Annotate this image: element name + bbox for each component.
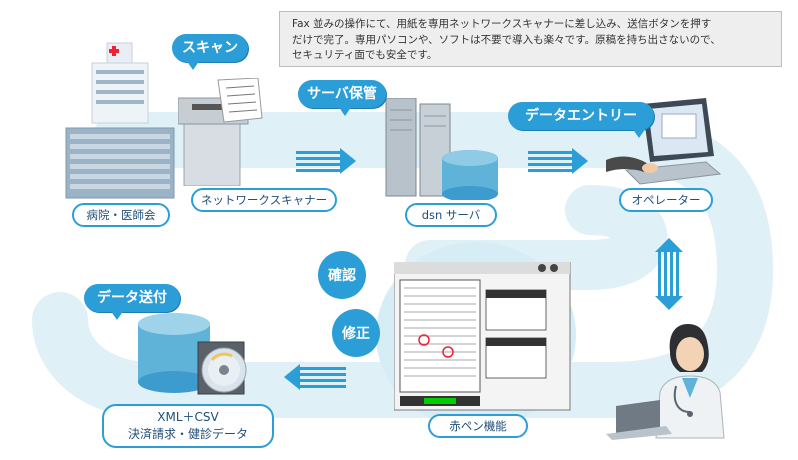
data-entry-label: データエントリー — [508, 102, 654, 138]
operator-caption: オペレーター — [619, 188, 713, 212]
data-send-label: データ送付 — [84, 284, 180, 320]
output-data-illustration — [138, 313, 247, 395]
description-note: Fax 並みの操作にて、用紙を専用ネットワークスキャナーに差し込み、送信ボタンを… — [279, 11, 782, 67]
note-line-3: セキュリティ面でも安全です。 — [292, 49, 438, 61]
scanner-caption: ネットワークスキャナー — [191, 188, 337, 212]
correct-label: 修正 — [332, 309, 380, 357]
data-send-label-text: データ送付 — [97, 290, 167, 306]
arrow-server-to-operator — [528, 148, 588, 174]
red-pen-caption: 赤ペン機能 — [428, 414, 528, 438]
hospital-illustration — [65, 42, 175, 199]
server-store-label-text: サーバ保管 — [307, 86, 377, 102]
scan-label-tail — [186, 60, 200, 70]
server-store-label-tail — [338, 106, 352, 116]
arrow-scanner-to-server — [296, 148, 356, 174]
data-send-label-tail — [110, 310, 124, 320]
scan-label-text: スキャン — [182, 40, 238, 56]
arrow-to-output — [284, 364, 346, 390]
output-caption: XML＋CSV 決済請求・健診データ — [102, 404, 274, 448]
server-illustration — [385, 98, 498, 200]
confirm-label: 確認 — [318, 251, 366, 299]
server-store-label: サーバ保管 — [298, 80, 386, 116]
xml-csv-text: XML＋CSV — [157, 410, 219, 424]
operator-illustration — [606, 98, 722, 185]
billing-text: 決済請求・健診データ — [127, 427, 248, 441]
note-line-2: だけで完了。専用パソコンや、ソフトは不要で導入も楽々です。原稿を持ち出さないので… — [292, 33, 721, 46]
correct-label-text: 修正 — [342, 326, 370, 342]
data-entry-label-tail — [632, 128, 646, 138]
scanner-illustration — [178, 78, 263, 186]
arrow-vertical-bidirectional — [655, 238, 683, 310]
confirm-label-text: 確認 — [328, 268, 356, 284]
hospital-caption: 病院・医師会 — [72, 203, 170, 227]
scan-label: スキャン — [172, 34, 248, 70]
data-entry-label-text: データエントリー — [525, 108, 637, 124]
note-line-1: Fax 並みの操作にて、用紙を専用ネットワークスキャナーに差し込み、送信ボタンを… — [292, 18, 712, 30]
server-caption: dsn サーバ — [405, 203, 497, 227]
red-pen-screen — [394, 262, 571, 411]
doctor-illustration — [606, 324, 725, 440]
